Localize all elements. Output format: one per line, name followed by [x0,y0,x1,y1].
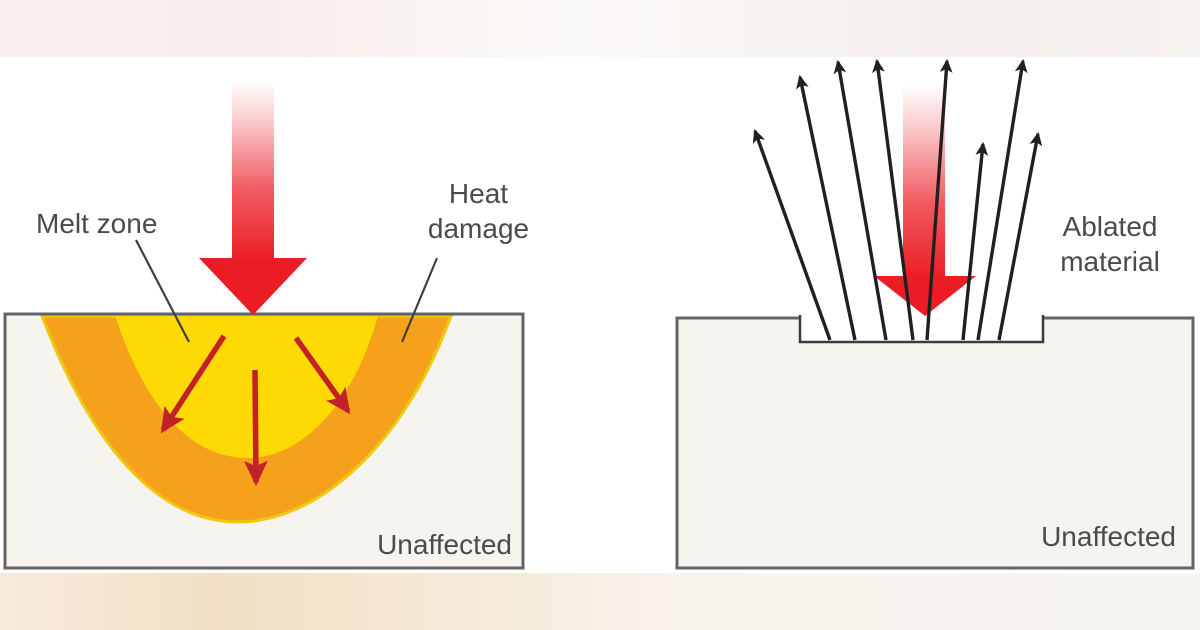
laser-beam-right-head [874,276,976,316]
laser-beam-right [874,85,976,316]
ultrafast-panel [675,58,1195,570]
laser-beam-left-shaft [232,82,274,260]
ejecta-arrow-2 [796,74,857,341]
ablation-crater-outline [798,315,1045,344]
melt-zone-leader-line [135,239,190,343]
heat-damage-label: Heat damage [410,176,547,246]
heat-damage-label-line2: damage [427,213,530,244]
substrate-right [677,318,1193,568]
ejecta-arrow-4 [872,58,915,341]
ejecta-arrow-1 [752,128,832,341]
heat-damage-leader-line [400,257,439,343]
bottom-gradient-band [0,573,1200,630]
laser-beam-left [199,82,307,315]
heat-damage-label-line1: Heat [448,178,509,209]
ablated-material-label-line1: Ablated [1062,211,1158,242]
ablated-material-label-line2: material [1060,246,1160,277]
ablated-material-label: Ablated material [1046,209,1174,279]
ejecta-arrow-8 [997,131,1043,341]
substrate-left-border [3,312,525,570]
unaffected-label-right: Unaffected [1041,521,1176,552]
unaffected-label-left: Unaffected [377,529,512,560]
heat-flow-arrow-middle [243,369,268,486]
ablation-crater [800,314,1043,341]
ejecta-arrow-3 [833,59,888,341]
ejecta-arrows [752,58,1043,341]
top-gradient-band [0,0,1200,57]
heat-flow-arrow-left [160,334,227,434]
ejecta-arrow-7 [976,58,1028,341]
long-pulse-panel [3,82,525,570]
heat-flow-arrows [160,334,351,486]
ejecta-arrow-5 [925,58,953,341]
laser-beam-left-head [199,258,307,315]
heat-flow-arrow-right [293,336,351,415]
ejecta-arrow-6 [961,141,989,341]
melt-zone-label: Melt zone [36,208,158,239]
